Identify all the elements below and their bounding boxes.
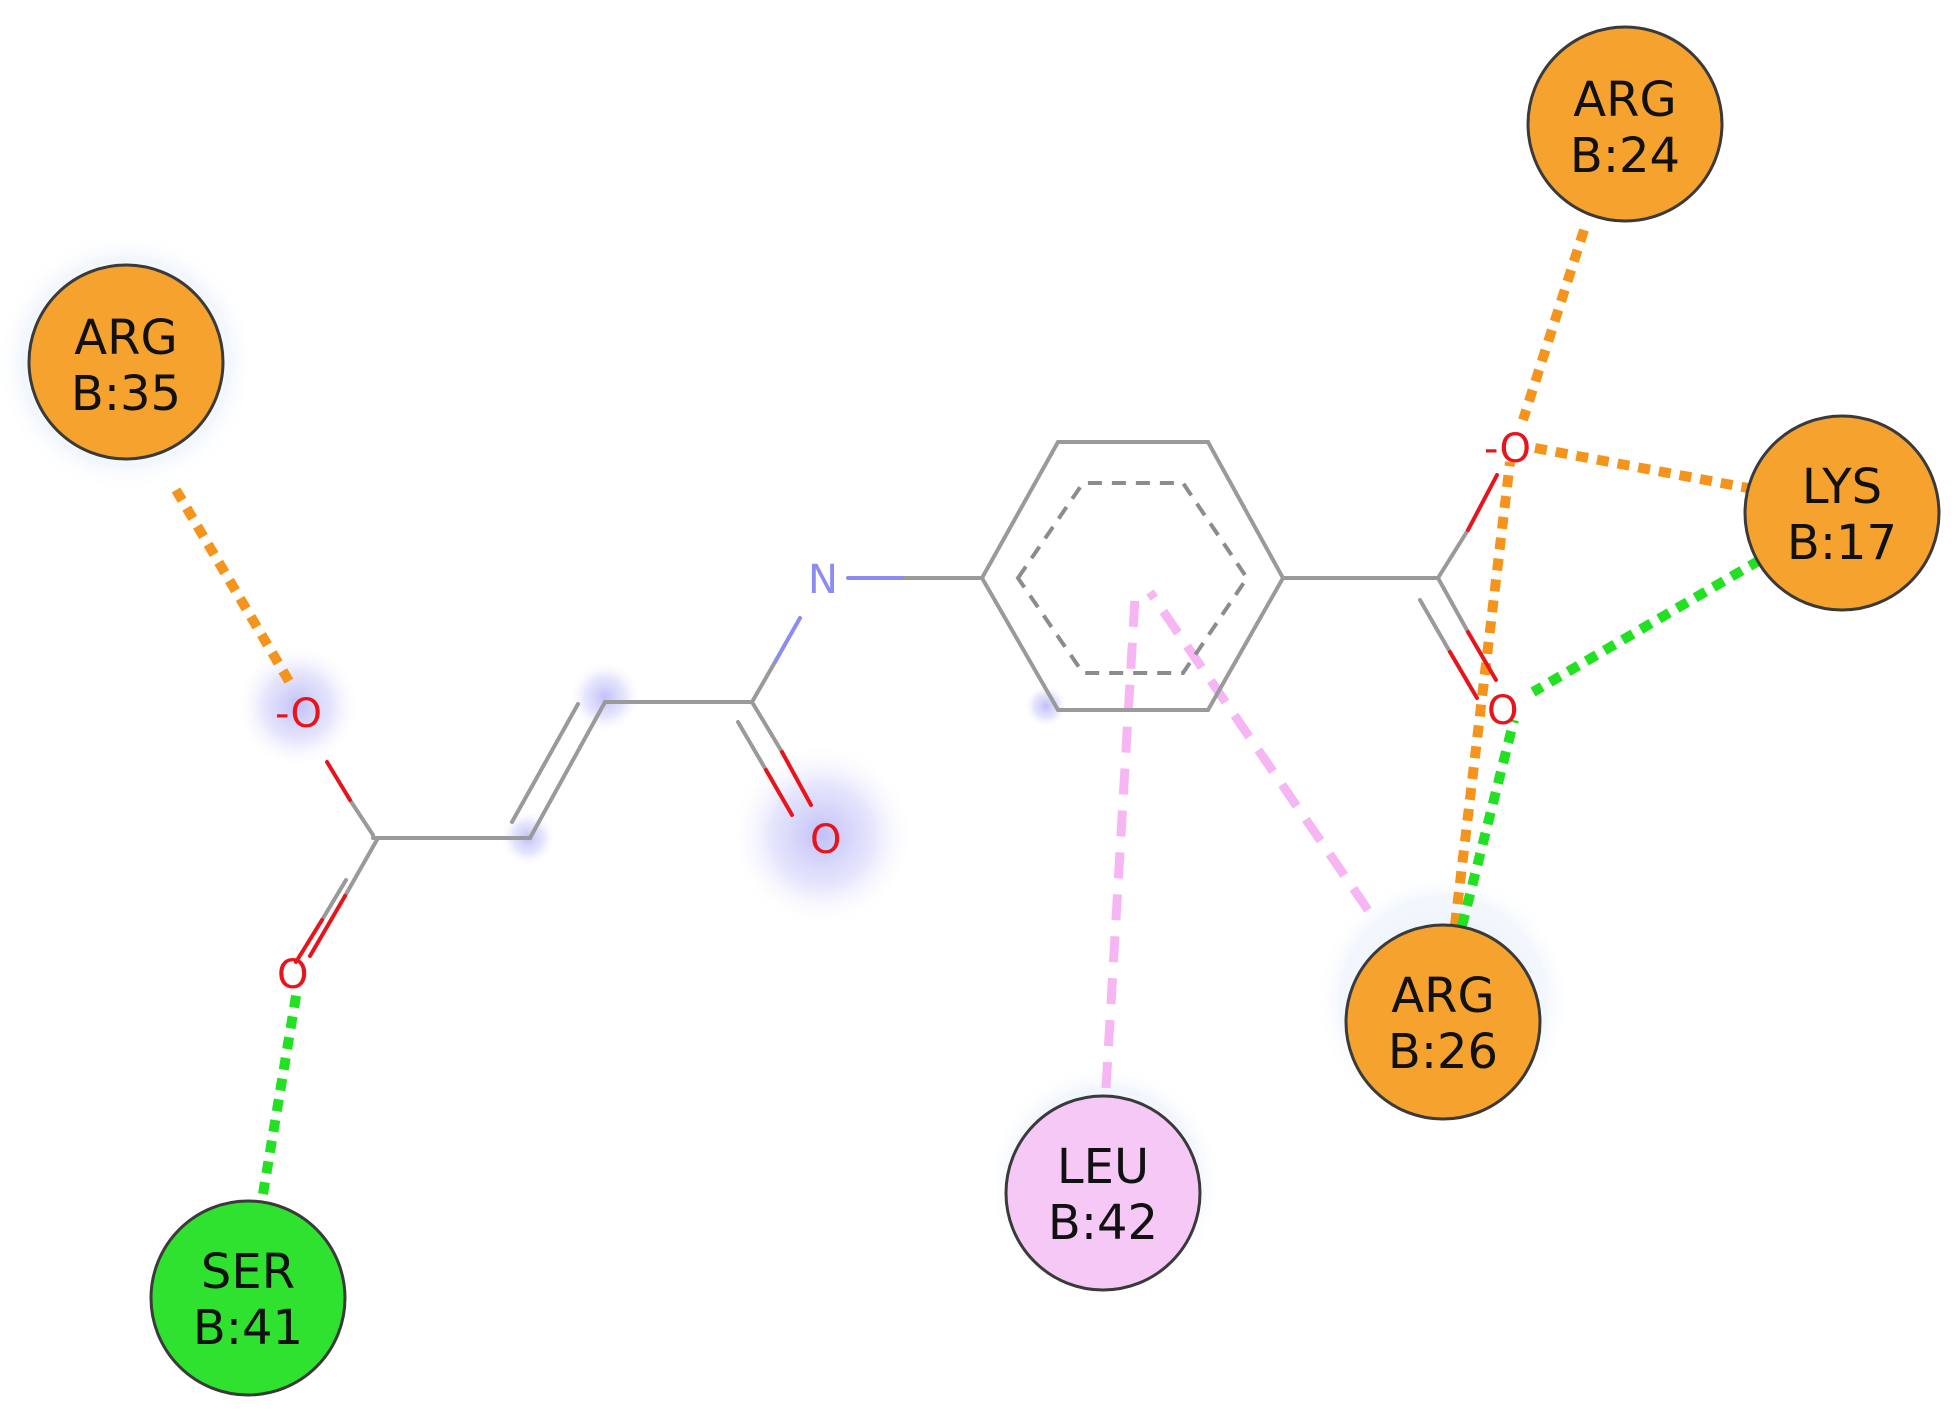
attractive-charge-arg-b26-o bbox=[1450, 461, 1515, 926]
residue-arg-b24[interactable]: ARG B:24 bbox=[1526, 25, 1724, 223]
residue-position: B:41 bbox=[193, 1300, 303, 1356]
residue-position: B:24 bbox=[1570, 128, 1680, 184]
bond-c4-o-a bbox=[750, 700, 784, 754]
pi-alkyl-arg-b26 bbox=[1146, 589, 1372, 913]
residue-arg-b35[interactable]: ARG B:35 bbox=[27, 263, 225, 461]
hydrogen-bond-ser-b41 bbox=[258, 989, 302, 1195]
residue-name: SER bbox=[201, 1244, 295, 1300]
atom-o-carboxylate-left: -O bbox=[275, 691, 322, 737]
hydrogen-bond-arg-b26 bbox=[1457, 718, 1519, 928]
solvent-halos bbox=[0, 232, 1571, 1300]
bond-c4-o-b bbox=[736, 720, 768, 772]
bond-c4-o-a-red bbox=[780, 750, 813, 807]
residue-position: B:17 bbox=[1787, 515, 1897, 571]
residue-name: LEU bbox=[1057, 1139, 1149, 1195]
bond-c1-o-double-a-red bbox=[308, 894, 347, 958]
residue-disc bbox=[1344, 923, 1542, 1121]
residue-name: LYS bbox=[1802, 459, 1882, 515]
hydrogen-bond-lys-b17 bbox=[1530, 555, 1763, 697]
halo-ring-carbon bbox=[1024, 684, 1068, 728]
residue-name: ARG bbox=[74, 310, 177, 366]
residue-disc bbox=[27, 263, 225, 461]
residue-ser-b41[interactable]: SER B:41 bbox=[149, 1199, 347, 1397]
residue-arg-b26[interactable]: ARG B:26 bbox=[1344, 923, 1542, 1121]
atom-o-carbonyl-right: O bbox=[1487, 688, 1518, 734]
residue-name: ARG bbox=[1391, 968, 1494, 1024]
residue-disc bbox=[1743, 414, 1941, 612]
bond-c4-n bbox=[750, 660, 777, 704]
ligand bbox=[294, 440, 1499, 964]
residue-disc bbox=[149, 1199, 347, 1397]
bond-c2-c3-a bbox=[528, 700, 607, 840]
bond-c-o-double-right-a-red bbox=[1466, 630, 1498, 682]
residue-position: B:26 bbox=[1388, 1024, 1498, 1080]
bond-c1-o-double-b bbox=[320, 878, 348, 922]
residue-leu-b42[interactable]: LEU B:42 bbox=[1004, 1094, 1202, 1292]
bond-c-o-double-right-a bbox=[1436, 576, 1470, 634]
bond-c-o-minus-right-red bbox=[1466, 473, 1499, 532]
residue-position: B:42 bbox=[1048, 1195, 1158, 1251]
attractive-charge-lys-b17-o bbox=[1534, 443, 1749, 493]
bond-c2-c3-b bbox=[510, 702, 580, 824]
residues: ARG B:35 ARG B:24 LYS B:17 ARG B:26 LEU … bbox=[27, 25, 1941, 1397]
atom-n-amide: N bbox=[808, 557, 838, 603]
bond-c-o-minus-right bbox=[1436, 528, 1470, 580]
halo-o-carboxylate-left bbox=[236, 644, 360, 768]
residue-disc bbox=[1004, 1094, 1202, 1292]
atom-o-carboxylate-right: -O bbox=[1484, 426, 1531, 472]
atom-labels: -O O O N -O O bbox=[275, 426, 1531, 998]
residue-position: B:35 bbox=[71, 366, 181, 422]
bond-c4-n-blue bbox=[773, 616, 802, 664]
attractive-charge-arg-b35 bbox=[171, 487, 298, 691]
halo-alkene-carbon-top bbox=[569, 661, 641, 733]
residue-name: ARG bbox=[1573, 72, 1676, 128]
bond-c1-o-double-a bbox=[343, 836, 380, 898]
atom-o-amide: O bbox=[810, 817, 841, 863]
residue-lys-b17[interactable]: LYS B:17 bbox=[1743, 414, 1941, 612]
benzene-ring bbox=[979, 440, 1286, 712]
bond-c1-o-minus bbox=[348, 798, 375, 837]
bond-c1-o-minus-red bbox=[325, 760, 352, 802]
attractive-charge-arg-b24-o bbox=[1518, 228, 1589, 422]
bond-c1-o-double-b-red bbox=[294, 918, 324, 964]
residue-disc bbox=[1526, 25, 1724, 223]
bond-c-o-double-right-b-red bbox=[1448, 650, 1479, 700]
bond-c4-o-b-red bbox=[764, 768, 794, 817]
bond-c-o-double-right-b bbox=[1418, 598, 1452, 654]
atom-o-carbonyl-left: O bbox=[277, 952, 308, 998]
interactions bbox=[171, 228, 1763, 1195]
